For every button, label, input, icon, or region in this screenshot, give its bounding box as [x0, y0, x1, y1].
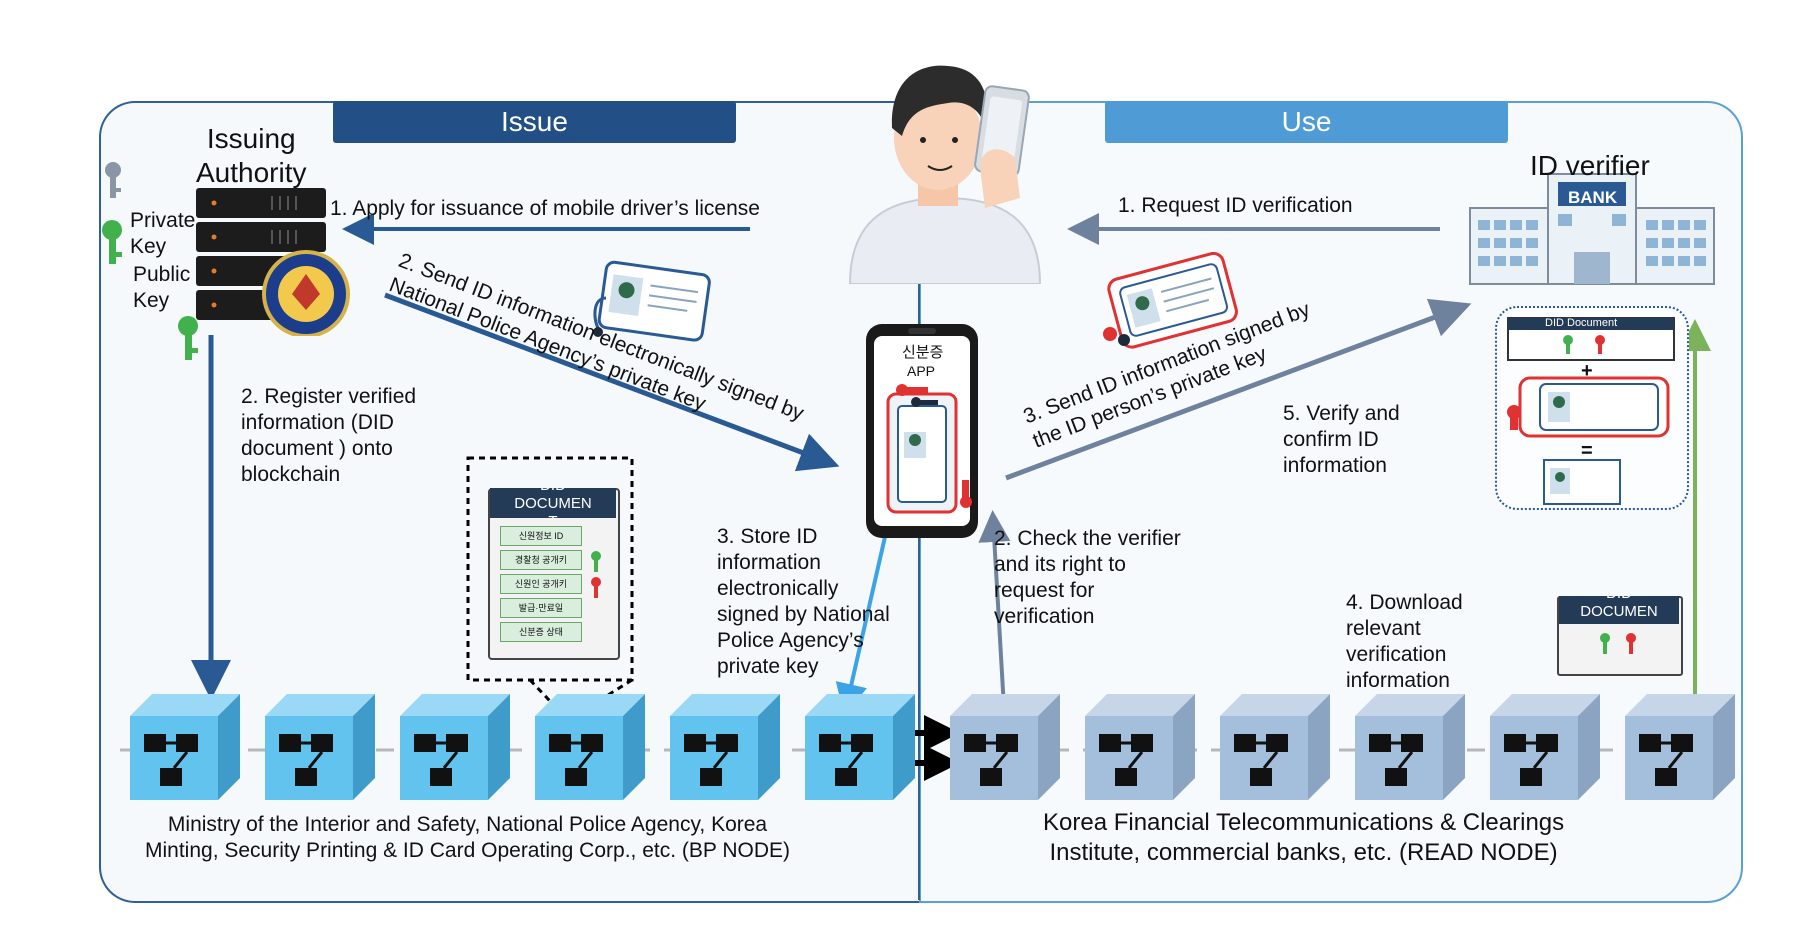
- verify-bubble-contents: [1507, 317, 1675, 505]
- read-node-block: [950, 694, 1060, 800]
- step-use-request: 1. Request ID verification: [1118, 194, 1353, 217]
- bank-sign: BANK: [1568, 188, 1618, 207]
- did-row: 신원정보 ID: [500, 526, 582, 546]
- verify-plus-sign: +: [1581, 360, 1593, 382]
- use-banner: Use: [1105, 101, 1508, 143]
- step-use-check: 2. Check the verifier and its right to r…: [994, 527, 1181, 628]
- issuing-authority-title: Issuing Authority: [196, 123, 307, 188]
- person-illustration: [848, 65, 1042, 284]
- read-node-block: [1625, 694, 1735, 800]
- panel-divider: [918, 270, 920, 900]
- read-node-block: [1085, 694, 1195, 800]
- arrow-use-check: [978, 510, 1011, 709]
- public-key-green-icon: [176, 314, 200, 362]
- arrow-issue-send: [384, 292, 840, 472]
- did-callout-box: [466, 456, 634, 682]
- did-row: 신원인 공개키: [500, 574, 582, 594]
- bp-node-block: [130, 694, 240, 800]
- did-document-left-keys: [591, 551, 601, 598]
- public-key-label: Public Key: [133, 263, 191, 312]
- bp-node-block: [670, 694, 780, 800]
- verify-did-label: DID Document: [1545, 317, 1618, 329]
- did-document-right-header: DID DOCUMEN T: [1559, 596, 1679, 624]
- verify-equals-sign: =: [1581, 440, 1593, 462]
- phone-app-subtitle: APP: [907, 363, 936, 379]
- bp-node-block: [535, 694, 645, 800]
- did-row: 경찰청 공개키: [500, 550, 582, 570]
- issue-banner: Issue: [333, 101, 736, 143]
- private-key-green-icon: [100, 218, 124, 266]
- did-row: 신분증 상태: [500, 622, 582, 642]
- id-app-phone: [866, 324, 978, 538]
- bp-node-caption: Ministry of the Interior and Safety, Nat…: [145, 813, 791, 862]
- read-node-block: [1490, 694, 1600, 800]
- key-grey-icon: [103, 160, 123, 200]
- id-card-use-icon: [1103, 252, 1238, 349]
- step-issue-apply: 1. Apply for issuance of mobile driver’s…: [330, 197, 760, 220]
- did-document-left-rows: 신원정보 ID 경찰청 공개키 신원인 공개키 발급·만료일 신분증 상태: [500, 526, 582, 646]
- bp-node-block: [805, 694, 915, 800]
- read-node-caption: Korea Financial Telecommunications & Cle…: [1043, 809, 1565, 866]
- arrow-issue-store: [835, 527, 889, 716]
- bp-node-block: [265, 694, 375, 800]
- private-key-label: Private Key: [130, 209, 196, 258]
- did-document-right-title: DID DOCUMEN T: [1580, 596, 1658, 624]
- bp-node-block: [400, 694, 510, 800]
- step-issue-store: 3. Store ID information electronically s…: [717, 525, 890, 678]
- id-verifier-title: ID verifier: [1530, 150, 1650, 181]
- phone-app-title: 신분증: [902, 344, 944, 361]
- arrow-use-send: [1005, 298, 1472, 481]
- did-row: 발급·만료일: [500, 598, 582, 618]
- step-issue-register: 2. Register verified information (DID do…: [241, 385, 417, 486]
- issuing-authority-server: [196, 188, 350, 336]
- id-card-issue-icon: [593, 260, 711, 342]
- bank-building-icon: [1469, 173, 1715, 285]
- step-use-download: 4. Download relevant verification inform…: [1346, 591, 1463, 692]
- did-document-right-keys: [1600, 633, 1636, 654]
- did-document-left-header: DID DOCUMEN T: [490, 488, 616, 518]
- read-node-block: [1355, 694, 1465, 800]
- did-document-left-title: DID DOCUMEN T: [514, 488, 592, 518]
- step-use-verify: 5. Verify and confirm ID information: [1283, 402, 1400, 477]
- read-node-block: [1220, 694, 1330, 800]
